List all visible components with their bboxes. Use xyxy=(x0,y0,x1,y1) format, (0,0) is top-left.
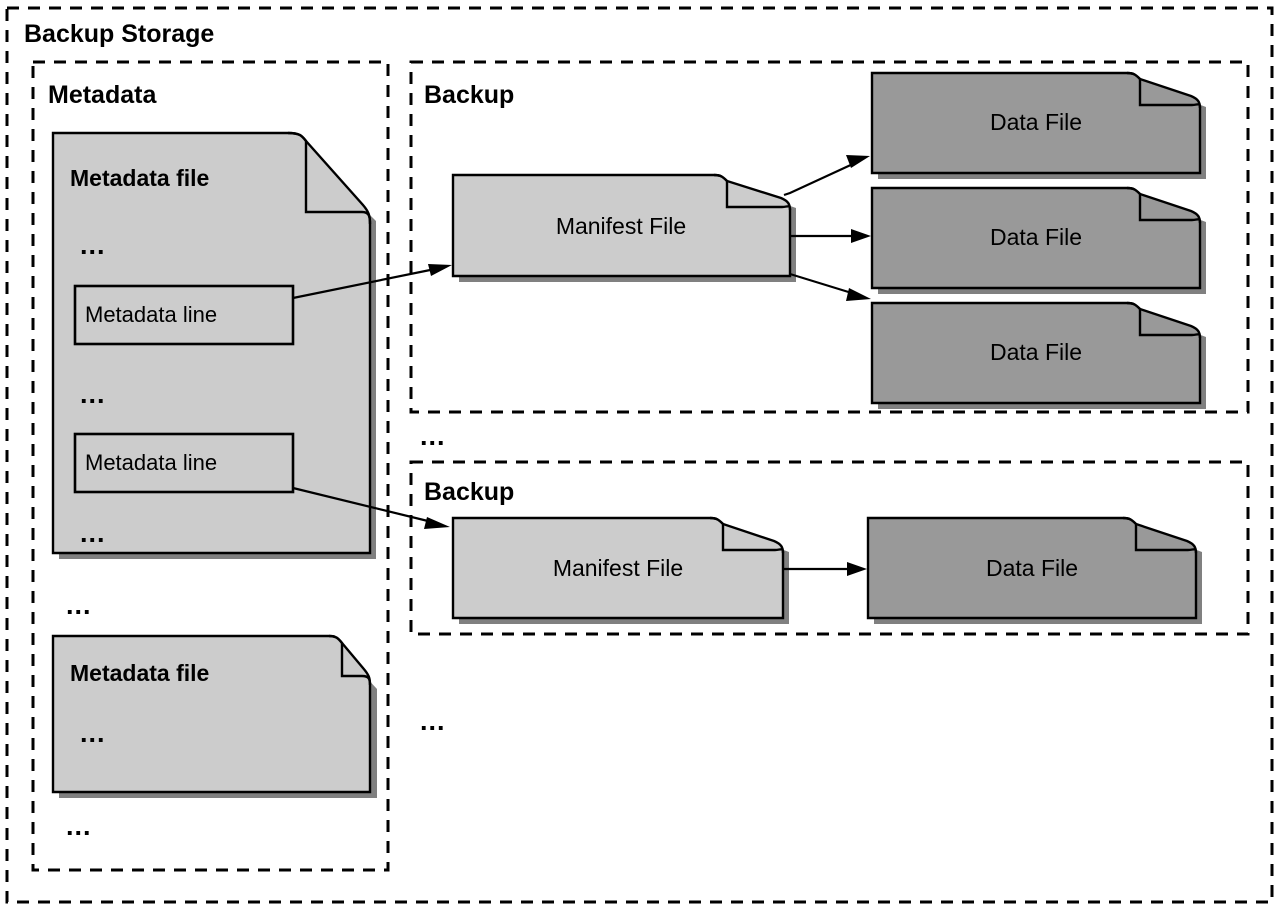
metadata-group-title: Metadata xyxy=(48,81,157,109)
arrowhead-icon xyxy=(846,155,870,168)
metadata-line-2-label: Metadata line xyxy=(85,450,217,475)
manifest-file-2-fold xyxy=(709,516,785,554)
data-file-1[interactable]: Data File xyxy=(870,71,1206,179)
metadata-line-1-box[interactable] xyxy=(73,284,295,346)
metadata-file-1-label: Metadata file xyxy=(70,165,209,191)
data-file-2[interactable]: Data File xyxy=(870,186,1206,294)
connector-manifest-2-to-data-file-4 xyxy=(783,562,867,576)
backup-bottom-group-frame xyxy=(409,460,1250,636)
metadata-file-2-label: Metadata file xyxy=(70,660,209,686)
backup-storage-title: Backup Storage xyxy=(24,20,214,48)
arrowhead-icon xyxy=(424,517,450,529)
metadata-file-1-fold xyxy=(287,131,372,225)
after-backups-ellipsis: ... xyxy=(420,706,446,736)
data-file-3-fold xyxy=(1126,301,1202,339)
metadata-file-2[interactable]: Metadata file ... xyxy=(51,634,377,798)
data-file-3-label: Data File xyxy=(990,339,1082,365)
metadata-file-2-fold xyxy=(328,634,372,686)
manifest-file-2[interactable]: Manifest File xyxy=(451,516,789,624)
backup-top-group-title: Backup xyxy=(424,81,514,109)
connector-metadata-line-2-to-manifest-2 xyxy=(292,486,450,529)
data-file-2-fold xyxy=(1126,186,1202,224)
arrowhead-icon xyxy=(428,264,452,276)
data-file-4-label: Data File xyxy=(986,555,1078,581)
metadata-file-1[interactable]: Metadata file ... Metadata line ... Meta… xyxy=(51,131,376,559)
metadata-file-1-ellipsis-bottom: ... xyxy=(80,518,106,548)
metadata-group-frame xyxy=(31,60,390,872)
connector-manifest-1-to-data-file-1 xyxy=(783,155,870,197)
arrowhead-icon xyxy=(851,229,871,243)
data-file-4-fold xyxy=(1122,516,1198,554)
manifest-file-1-label: Manifest File xyxy=(556,213,686,239)
arrowhead-icon xyxy=(846,288,871,301)
data-file-1-fold xyxy=(1126,71,1202,109)
metadata-line-1-label: Metadata line xyxy=(85,302,217,327)
backup-storage-container xyxy=(5,6,1274,904)
connector-manifest-1-to-data-file-3 xyxy=(789,272,871,301)
metadata-file-1-ellipsis-top: ... xyxy=(80,230,106,260)
manifest-file-2-label: Manifest File xyxy=(553,555,683,581)
between-backups-ellipsis: ... xyxy=(420,421,446,451)
metadata-between-files-ellipsis: ... xyxy=(66,590,92,620)
connector-metadata-line-1-to-manifest-1 xyxy=(292,264,452,300)
data-file-1-label: Data File xyxy=(990,109,1082,135)
arrowhead-icon xyxy=(847,562,867,576)
data-file-2-label: Data File xyxy=(990,224,1082,250)
manifest-file-1-fold xyxy=(713,173,792,211)
backup-bottom-group-title: Backup xyxy=(424,478,514,506)
manifest-file-1[interactable]: Manifest File xyxy=(451,173,796,282)
backup-top-group-frame xyxy=(409,60,1250,414)
metadata-file-2-ellipsis: ... xyxy=(80,718,106,748)
connector-manifest-1-to-data-file-2 xyxy=(790,229,871,243)
metadata-line-2-box[interactable] xyxy=(73,432,295,494)
metadata-file-1-ellipsis-mid: ... xyxy=(80,379,106,409)
data-file-3[interactable]: Data File xyxy=(870,301,1206,409)
metadata-after-files-ellipsis: ... xyxy=(66,811,92,841)
data-file-4[interactable]: Data File xyxy=(866,516,1202,624)
